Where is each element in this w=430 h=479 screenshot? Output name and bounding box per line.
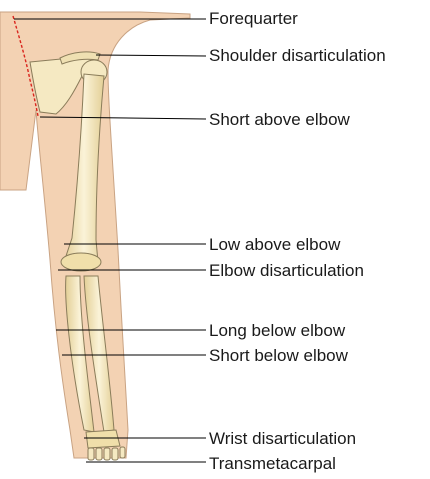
label-forequarter: Forequarter (209, 10, 298, 27)
label-transmetacarpal: Transmetacarpal (209, 455, 336, 472)
leader-shoulder-disarticulation (96, 55, 206, 56)
label-wrist-disarticulation: Wrist disarticulation (209, 430, 356, 447)
elbow-joint (61, 253, 101, 271)
label-short-above-elbow: Short above elbow (209, 111, 350, 128)
label-shoulder-disarticulation: Shoulder disarticulation (209, 47, 386, 64)
label-long-below-elbow: Long below elbow (209, 322, 345, 339)
label-short-below-elbow: Short below elbow (209, 347, 348, 364)
label-elbow-disarticulation: Elbow disarticulation (209, 262, 364, 279)
label-low-above-elbow: Low above elbow (209, 236, 340, 253)
carpal-bones (86, 430, 120, 448)
